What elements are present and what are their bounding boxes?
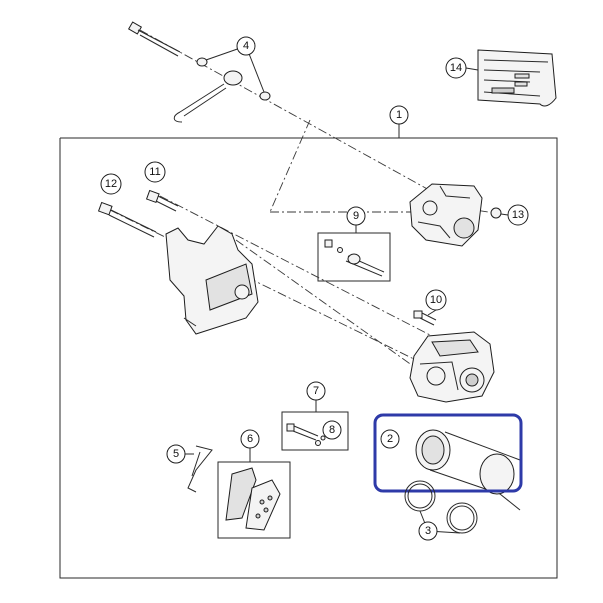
- svg-text:4: 4: [243, 40, 249, 52]
- brake-pads: [217, 461, 291, 539]
- assembly-frame: [59, 137, 558, 579]
- callout-5: 5: [166, 444, 186, 464]
- caliper-main-body: [409, 331, 495, 403]
- bleed-screw: [413, 310, 437, 326]
- mounting-bolts: [97, 189, 179, 238]
- svg-text:2: 2: [387, 433, 393, 445]
- svg-text:11: 11: [149, 166, 160, 178]
- pistons-highlight-box: [373, 413, 523, 493]
- pad-pin-kit: [281, 411, 349, 451]
- callout-12: 12: [100, 173, 122, 195]
- callout-14: 14: [445, 57, 467, 79]
- callout-7: 7: [306, 381, 326, 401]
- callout-1: 1: [389, 105, 409, 125]
- pad-spring: [187, 445, 213, 493]
- callout-6: 6: [240, 429, 260, 449]
- svg-text:3: 3: [425, 525, 431, 537]
- callout-3: 3: [418, 521, 438, 541]
- seal-rings: [404, 480, 478, 534]
- svg-text:6: 6: [247, 433, 253, 445]
- bleed-valve-ring: [490, 207, 502, 219]
- callout-9: 9: [346, 206, 366, 226]
- svg-text:8: 8: [329, 424, 335, 436]
- callout-11: 11: [144, 161, 166, 183]
- callout-8: 8: [322, 420, 342, 440]
- callout-2: 2: [380, 429, 400, 449]
- caliper-upper: [409, 183, 483, 247]
- svg-text:1: 1: [396, 109, 402, 121]
- svg-text:12: 12: [105, 178, 117, 190]
- svg-text:14: 14: [450, 62, 462, 74]
- svg-text:13: 13: [512, 209, 524, 221]
- svg-text:10: 10: [430, 294, 442, 306]
- callout-10: 10: [425, 289, 447, 311]
- caliper-bracket: [165, 225, 259, 335]
- svg-text:7: 7: [313, 385, 319, 397]
- svg-text:9: 9: [353, 210, 359, 222]
- axle-bolt-part: [127, 21, 271, 123]
- callout-4: 4: [236, 36, 256, 56]
- slide-pin-kit: [317, 232, 391, 282]
- wear-gauge-card: [477, 49, 557, 107]
- pistons: [415, 429, 521, 511]
- svg-text:5: 5: [173, 448, 179, 460]
- callout-13: 13: [507, 204, 529, 226]
